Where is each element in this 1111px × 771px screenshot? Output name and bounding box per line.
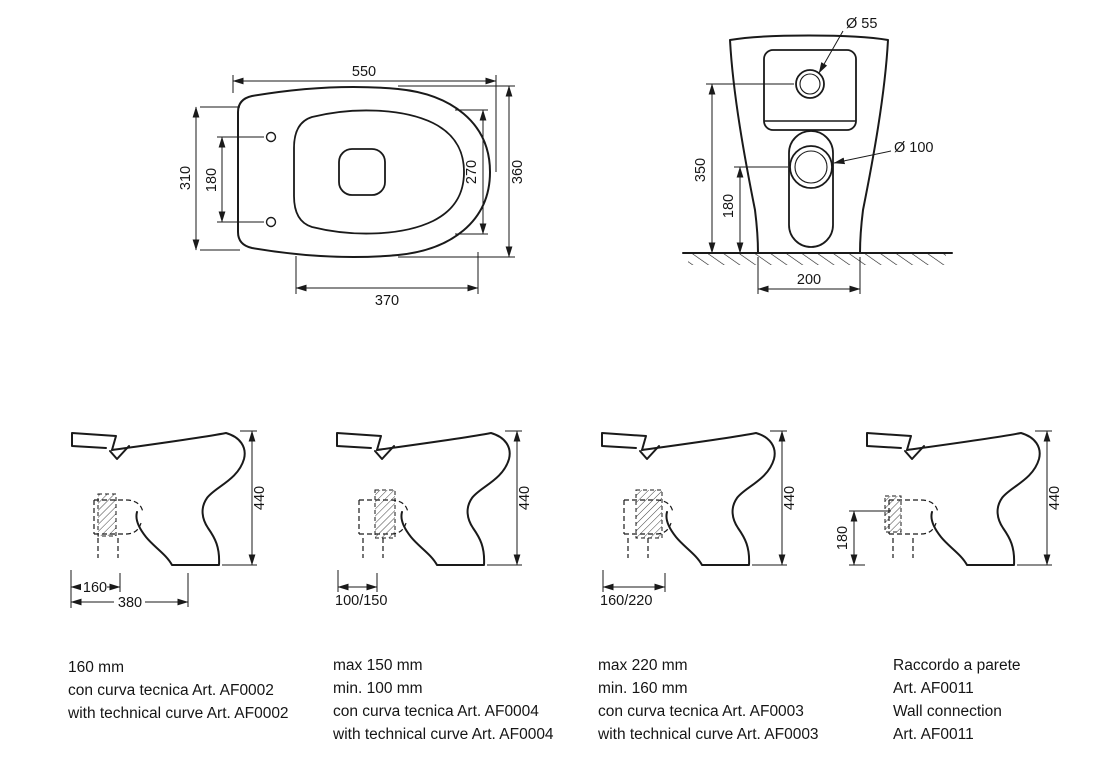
caption-line: con curva tecnica Art. AF0002	[68, 682, 274, 699]
outlet-hole	[789, 145, 833, 189]
dim-180-wall: 180	[835, 510, 891, 566]
dim-180-holes-label: 180	[204, 168, 220, 192]
fixing-hole-bottom	[265, 216, 277, 228]
dim-270: 270	[455, 109, 488, 235]
dim-inlet-diameter: Ø 55	[818, 16, 877, 74]
dim-440: 440	[487, 430, 533, 566]
caption-line: min. 100 mm	[333, 680, 423, 697]
dim-440: 440	[752, 430, 798, 566]
dim-350: 350	[693, 83, 794, 254]
dim-160: 160	[70, 570, 121, 608]
dim-370-label: 370	[375, 293, 399, 309]
dim-d100-label: Ø 100	[894, 140, 934, 156]
dim-380: 380	[70, 573, 189, 611]
side-view-3: 440 160/220 max 220 mm min. 160 mm con c…	[597, 430, 819, 743]
inlet-hole-inner	[799, 73, 821, 95]
inlet-hole	[795, 69, 825, 99]
dim-440: 440	[1017, 430, 1063, 566]
ground-hatching	[688, 254, 946, 265]
caption-line: Art. AF0011	[893, 680, 974, 697]
dim-310: 310	[178, 106, 240, 251]
back-panel-outline	[763, 49, 857, 131]
drain-outline	[338, 148, 386, 196]
body-outline	[729, 34, 889, 254]
outlet-hole-inner	[794, 150, 828, 184]
caption-line: con curva tecnica Art. AF0003	[598, 703, 804, 720]
dim-310-label: 310	[178, 166, 194, 190]
dim-200: 200	[757, 257, 861, 294]
dim-440-label: 440	[1047, 486, 1063, 510]
dim-180-front: 180	[721, 166, 788, 254]
front-view: Ø 55 Ø 100 350 180 200	[682, 16, 953, 294]
dim-440-label: 440	[517, 486, 533, 510]
dim-100-150: 100/150	[335, 570, 387, 609]
connection-hatch-block	[635, 489, 663, 539]
dim-outlet-diameter: Ø 100	[833, 140, 934, 165]
dim-d55-label: Ø 55	[846, 16, 877, 32]
bowl-inner-rim	[293, 109, 465, 235]
dim-200-label: 200	[797, 272, 821, 288]
connection-hatch-block	[97, 493, 117, 537]
dim-160-220: 160/220	[600, 570, 666, 609]
side-view-1: 440 160 380 160 mm con curva tecnica Art…	[67, 430, 289, 722]
connection-hatch-block	[884, 495, 902, 533]
caption-line: with technical curve Art. AF0004	[332, 726, 554, 743]
dim-550-label: 550	[352, 64, 376, 80]
top-view: 550 310 180 270 360	[178, 64, 526, 309]
caption-line: con curva tecnica Art. AF0004	[333, 703, 539, 720]
caption-line: Wall connection	[893, 703, 1002, 720]
dim-440-label: 440	[782, 486, 798, 510]
dim-180-holes: 180	[204, 136, 264, 223]
connection-hatch-block	[374, 489, 396, 539]
dim-350-label: 350	[693, 158, 709, 182]
caption-line: max 150 mm	[333, 657, 423, 674]
channel-outline	[788, 130, 834, 248]
caption-2: max 150 mm min. 100 mm con curva tecnica…	[332, 657, 554, 743]
dim-360: 360	[398, 85, 526, 258]
dim-100-150-label: 100/150	[335, 593, 387, 609]
dim-380-label: 380	[118, 595, 142, 611]
bowl-outline	[237, 86, 491, 258]
caption-1: 160 mm con curva tecnica Art. AF0002 wit…	[67, 659, 289, 722]
dim-270-label: 270	[464, 160, 480, 184]
caption-line: with technical curve Art. AF0003	[597, 726, 819, 743]
caption-line: max 220 mm	[598, 657, 688, 674]
side-view-2: 440 100/150 max 150 mm min. 100 mm con c…	[332, 430, 554, 743]
caption-3: max 220 mm min. 160 mm con curva tecnica…	[597, 657, 819, 743]
caption-line: Raccordo a parete	[893, 657, 1021, 674]
dim-370: 370	[295, 252, 479, 309]
caption-line: 160 mm	[68, 659, 124, 676]
dim-180-wall-label: 180	[835, 526, 851, 550]
dim-440-label: 440	[252, 486, 268, 510]
caption-line: with technical curve Art. AF0002	[67, 705, 289, 722]
dim-360-label: 360	[510, 160, 526, 184]
wc-side-profile	[336, 432, 511, 566]
caption-line: min. 160 mm	[598, 680, 688, 697]
dim-160-220-label: 160/220	[600, 593, 652, 609]
dim-180-front-label: 180	[721, 194, 737, 218]
dim-550: 550	[232, 64, 497, 172]
caption-line: Art. AF0011	[893, 726, 974, 743]
side-view-4: 440 180 Raccordo a parete Art. AF0011 Wa…	[835, 430, 1063, 743]
dim-160-label: 160	[83, 580, 107, 596]
wc-side-profile	[601, 432, 776, 566]
dim-440: 440	[222, 430, 268, 566]
fixing-hole-top	[265, 131, 277, 143]
caption-4: Raccordo a parete Art. AF0011 Wall conne…	[893, 657, 1021, 743]
